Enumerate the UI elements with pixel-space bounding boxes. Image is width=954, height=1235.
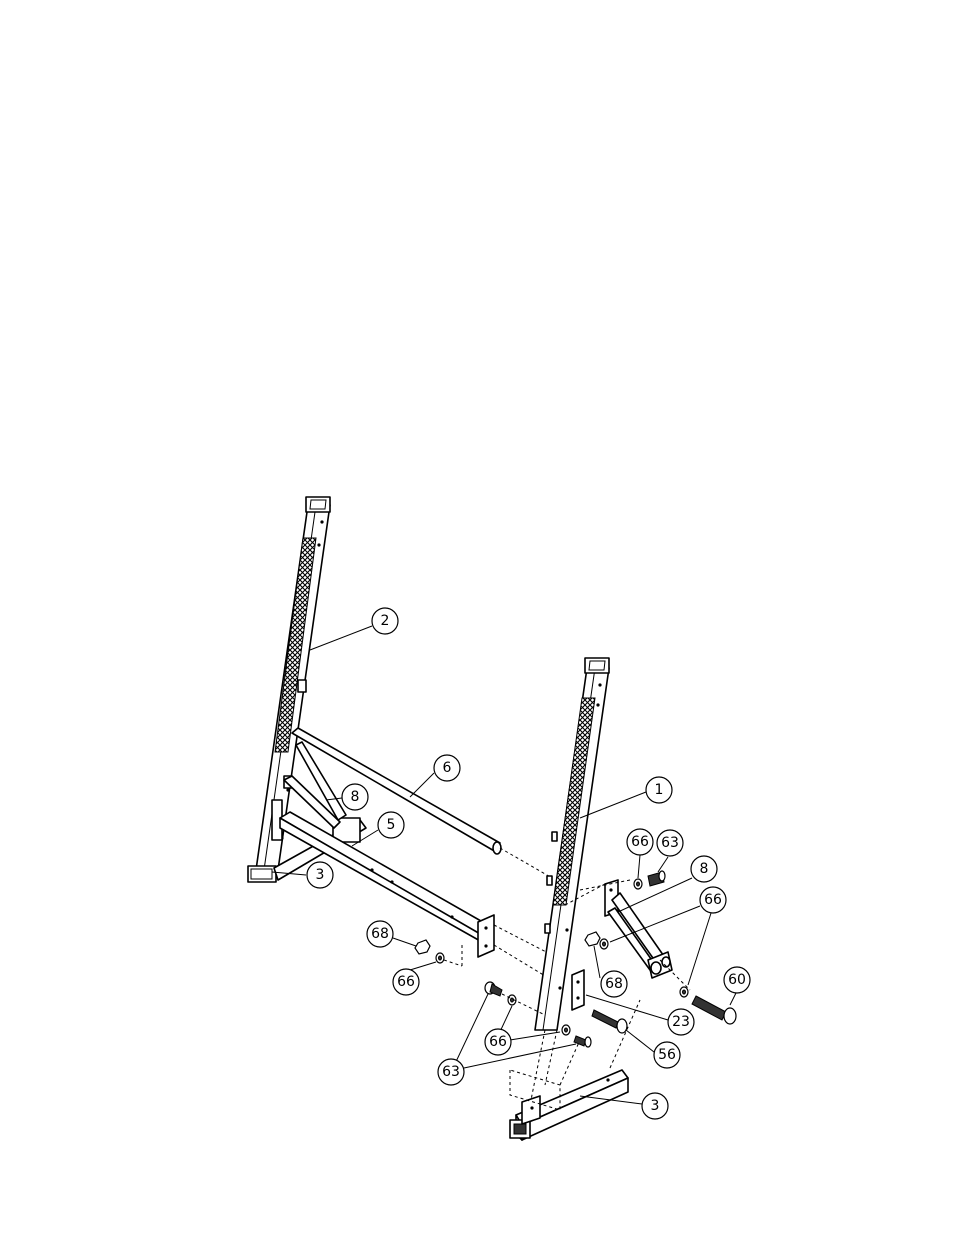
callout-56: 56 (654, 1042, 680, 1068)
callout-6: 6 (434, 755, 460, 781)
callout-68-right: 68 (601, 971, 627, 997)
callout-68-right-label: 68 (605, 976, 623, 992)
callout-66-lower: 66 (485, 1029, 511, 1055)
callout-66-lower-label: 66 (489, 1034, 507, 1050)
callout-1: 1 (646, 777, 672, 803)
callout-5: 5 (378, 812, 404, 838)
right-plate (572, 970, 584, 1010)
callout-63-lower: 63 (438, 1059, 464, 1085)
callout-66-left: 66 (393, 969, 419, 995)
callout-68-left: 68 (367, 921, 393, 947)
right-upright (530, 658, 609, 1105)
callout-8-left-label: 8 (351, 789, 360, 805)
callout-6-label: 6 (443, 760, 452, 776)
callout-8-left: 8 (342, 784, 368, 810)
callout-60-label: 60 (728, 972, 746, 988)
callout-1-label: 1 (655, 782, 664, 798)
callout-63-top: 63 (657, 830, 683, 856)
callout-63-lower-label: 63 (442, 1064, 460, 1080)
callout-66-right: 66 (700, 887, 726, 913)
callout-23: 23 (668, 1009, 694, 1035)
callout-63-top-label: 63 (661, 835, 679, 851)
callout-3-right-label: 3 (651, 1098, 660, 1114)
callout-56-label: 56 (658, 1047, 676, 1063)
callout-68-left-label: 68 (371, 926, 389, 942)
callout-2: 2 (372, 608, 398, 634)
callout-66-top: 66 (627, 829, 653, 855)
callout-66-left-label: 66 (397, 974, 415, 990)
callout-8-right-label: 8 (700, 861, 709, 877)
callout-2-label: 2 (381, 613, 390, 629)
callout-23-label: 23 (672, 1014, 690, 1030)
callout-60: 60 (724, 967, 750, 993)
callout-3-left: 3 (307, 862, 333, 888)
callout-8-right: 8 (691, 856, 717, 882)
callout-66-top-label: 66 (631, 834, 649, 850)
callout-66-right-label: 66 (704, 892, 722, 908)
lower-beam (280, 812, 560, 985)
callout-3-left-label: 3 (316, 867, 325, 883)
callout-5-label: 5 (387, 817, 396, 833)
callout-3-right: 3 (642, 1093, 668, 1119)
